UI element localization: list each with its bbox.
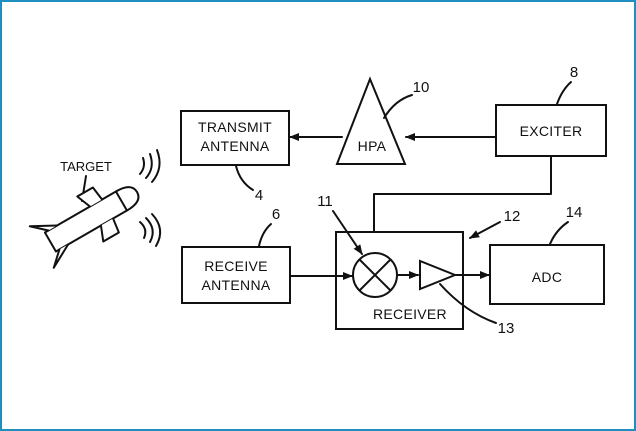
hpa-leader-line [383,94,413,119]
exciter-to-mixer-arrow [370,155,552,252]
amplifier-triangle [419,259,458,291]
adc-block [489,244,605,305]
amplifier-ref-numeral: 13 [498,320,515,337]
hpa-ref-numeral: 10 [413,79,430,96]
exciter-ref-numeral: 8 [570,64,578,81]
hpa-label: HPA [358,138,387,154]
receiver-ref-numeral: 12 [504,208,521,225]
transmit-antenna-block [180,110,290,166]
target-missile-icon [28,186,140,269]
adc-label: ADC [532,269,562,285]
radar-waves-transmit [139,149,161,183]
receive-antenna-block [181,246,291,304]
receive-antenna-label-line1: RECEIVE [204,258,268,274]
hpa-triangle [335,76,407,165]
transmit-antenna-label-line1: TRANSMIT [198,119,272,135]
transmit-antenna-leader-line [235,165,254,191]
target-label: TARGET [60,159,112,174]
transmit-antenna-ref-numeral: 4 [255,187,263,204]
receive-antenna-ref-numeral: 6 [272,206,280,223]
mixer-leader-arrow [332,210,363,255]
transmit-antenna-label-line2: ANTENNA [201,138,270,154]
mixer-cross-icon [359,259,391,291]
exciter-label: EXCITER [520,123,583,139]
receiver-label: RECEIVER [373,306,447,322]
receiver-leader-arrow [469,221,501,239]
adc-leader-line [549,221,569,245]
receive-antenna-label-line2: ANTENNA [202,277,271,293]
exciter-leader-line [556,81,572,105]
radar-waves-receive [139,213,162,247]
receive-antenna-leader-line [258,223,272,247]
target-group: TARGET [28,159,140,269]
adc-ref-numeral: 14 [566,204,583,221]
mixer-ref-numeral: 11 [317,193,333,210]
amplifier-leader-line [439,283,497,324]
